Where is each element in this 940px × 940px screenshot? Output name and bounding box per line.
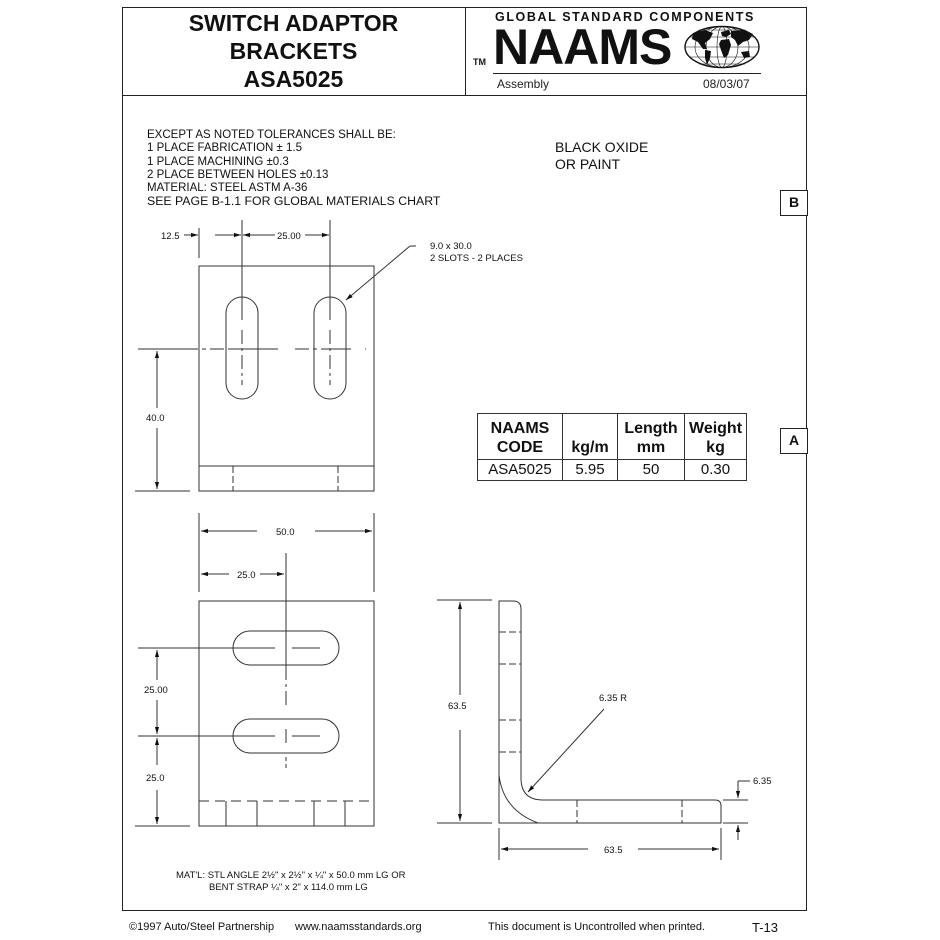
dim-radius-side: 6.35 R: [599, 693, 627, 704]
world-globe-icon: [684, 25, 760, 69]
front-view: [135, 513, 375, 827]
drawing-frame: [122, 7, 807, 911]
cell-code: ASA5025: [477, 459, 563, 481]
cell-weight: 0.30: [683, 459, 748, 481]
dim-height-side: 63.5: [448, 701, 467, 712]
header-divider: [122, 95, 807, 96]
title-line-1: SWITCH ADAPTOR: [188, 10, 399, 36]
dim-bottom-front: 25.0: [146, 773, 165, 784]
dim-slot-spacing-top: 25.00: [277, 231, 301, 242]
footer-copyright: ©1997 Auto/Steel Partnership: [129, 921, 275, 933]
note-line: 2 PLACE BETWEEN HOLES ±0.13: [147, 168, 329, 181]
note-line: SEE PAGE B-1.1 FOR GLOBAL MATERIALS CHAR…: [147, 194, 441, 209]
tolerance-notes: EXCEPT AS NOTED TOLERANCES SHALL BE: 1 P…: [147, 129, 440, 209]
finish-line: OR PAINT: [555, 156, 621, 172]
logo-rule: [493, 73, 761, 74]
title-block: SWITCH ADAPTOR BRACKETS ASA5025: [122, 9, 465, 93]
revision-date: 08/03/07: [703, 77, 750, 91]
material-note-line-1: MAT'L: STL ANGLE 2½" x 2½" x ¼" x 50.0 m…: [176, 870, 406, 881]
finish-note: BLACK OXIDE OR PAINT: [555, 139, 648, 173]
note-line: 1 PLACE FABRICATION ± 1.5: [147, 142, 303, 155]
note-line: 1 PLACE MACHINING ±0.3: [147, 155, 289, 168]
footer-website-link[interactable]: www.naamsstandards.org: [295, 921, 422, 933]
material-note-line-2: BENT STRAP ¼" x 2" x 114.0 mm LG: [209, 881, 368, 893]
logo-trademark: TM: [473, 57, 486, 67]
dim-thickness-side: 6.35: [753, 776, 772, 787]
slot-callout-count: 2 SLOTS - 2 PLACES: [430, 253, 523, 264]
material-note: MAT'L: STL ANGLE 2½" x 2½" x ¼" x 50.0 m…: [176, 870, 405, 893]
page-number: T-13: [752, 920, 779, 935]
part-number-title: ASA5025: [243, 66, 344, 92]
dim-width-front: 50.0: [276, 527, 295, 538]
dim-center-front: 25.0: [237, 570, 256, 581]
table-row: ASA5025 5.95 50 0.30: [477, 459, 748, 481]
dim-height-top: 40.0: [146, 413, 165, 424]
logo-brand: NAAMS: [493, 19, 672, 75]
note-line: EXCEPT AS NOTED TOLERANCES SHALL BE:: [147, 129, 396, 141]
section-tab-b[interactable]: B: [780, 190, 808, 216]
title-line-2: BRACKETS: [229, 38, 358, 64]
cell-kg-per-m: 5.95: [562, 459, 618, 481]
section-tab-a[interactable]: A: [780, 428, 808, 454]
header-vertical-divider: [465, 7, 466, 95]
dim-left-offset: 12.5: [161, 231, 180, 242]
side-view: [437, 599, 750, 860]
footer-uncontrolled-notice: This document is Uncontrolled when print…: [488, 921, 706, 933]
slot-callout-size: 9.0 x 30.0: [430, 241, 472, 252]
finish-line: BLACK OXIDE: [555, 139, 649, 155]
logo-tagline: GLOBAL STANDARD COMPONENTS: [495, 10, 755, 24]
dim-width-side: 63.5: [604, 845, 623, 856]
dim-slot-spacing-front: 25.00: [144, 685, 168, 696]
section-label: Assembly: [497, 77, 550, 91]
cell-length: 50: [617, 459, 685, 481]
top-view: [135, 220, 416, 492]
note-line: MATERIAL: STEEL ASTM A-36: [147, 182, 308, 195]
